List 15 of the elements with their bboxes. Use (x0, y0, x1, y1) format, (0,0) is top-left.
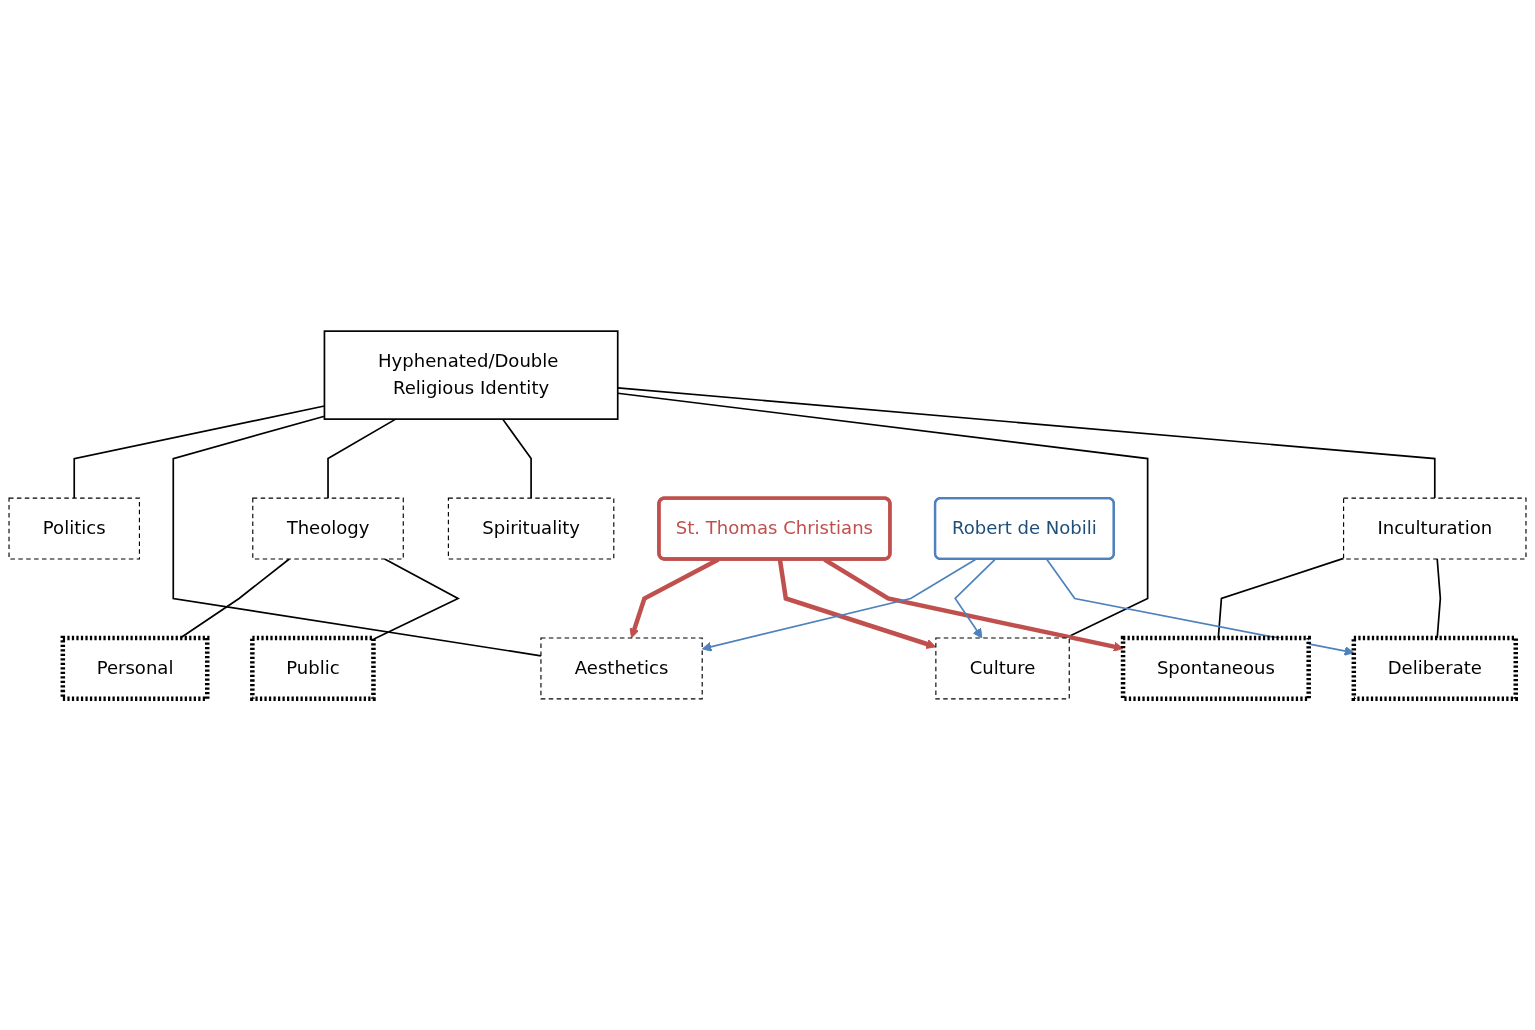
node-box: Politics (8, 497, 140, 560)
node-box: Spontaneous (1120, 635, 1311, 702)
node-box: Deliberate (1351, 635, 1518, 702)
connector (372, 558, 460, 641)
connector (501, 418, 532, 499)
node-box: Hyphenated/Double Religious Identity (323, 330, 619, 420)
node-box: Culture (935, 637, 1070, 700)
node-box: Spirituality (447, 497, 615, 560)
connector (327, 418, 397, 499)
node-box: Personal (60, 635, 210, 702)
arrow (954, 558, 996, 639)
node-box: Inculturation (1343, 497, 1527, 560)
node-box: Aesthetics (540, 637, 703, 700)
node-box: Public (250, 635, 376, 702)
node-box: Theology (252, 497, 404, 560)
